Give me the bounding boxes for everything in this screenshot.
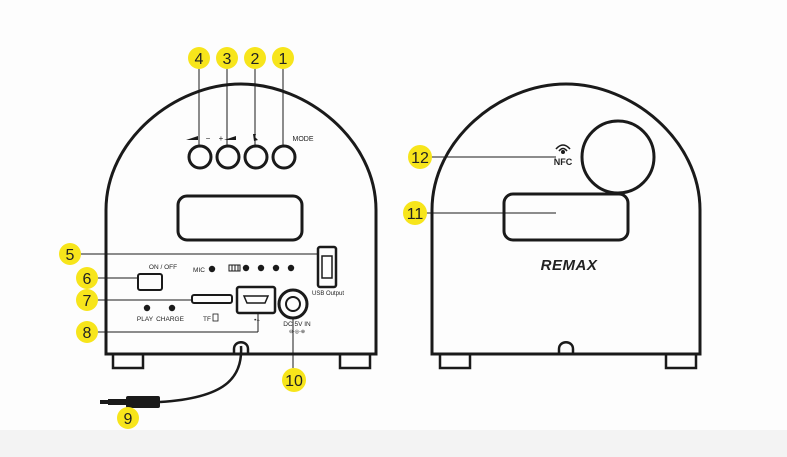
callout-6: 6 [76,267,98,289]
tf-card-slot[interactable] [191,294,233,304]
svg-text:5: 5 [66,247,75,264]
usb-output-port[interactable] [316,245,338,289]
floor [0,430,787,457]
cable-notch [232,341,250,354]
back-display-window [502,192,630,242]
leader-lines [80,68,556,368]
usb-output-inner [321,255,333,279]
svg-text:2: 2 [251,51,260,68]
back-notch [557,341,575,354]
audio-cable [159,345,243,404]
usb-symbol-icon: •⌁ [254,318,260,324]
back-foot-left [438,352,472,370]
front-foot-right [338,352,372,370]
callout-5: 5 [59,243,81,265]
svg-text:4: 4 [195,51,204,68]
svg-text:8: 8 [83,325,92,342]
callout-8: 8 [76,321,98,343]
mode-button[interactable] [271,144,297,170]
dc-polarity-icon: ⊖-◎-⊕ [289,329,305,335]
plug-body [126,396,160,408]
volume-up-button[interactable] [215,144,241,170]
mic-hole [208,265,216,273]
tf-card-icon [212,313,219,322]
front-display-window [176,194,304,242]
usb-output-label: USB Output [312,291,344,297]
brand-logo: REMAX [541,257,598,274]
svg-text:10: 10 [285,373,303,390]
front-speaker-body [104,82,378,356]
svg-text:3: 3 [223,51,232,68]
dc-jack-inner [285,296,301,312]
audio-plug [100,396,160,408]
nfc-label: NFC [554,157,573,167]
power-switch[interactable] [137,273,163,291]
battery-led-1 [242,264,250,272]
front-foot-left [111,352,145,370]
vol-up-label: + [219,134,224,143]
tf-label: TF [203,316,211,323]
callout-7: 7 [76,289,98,311]
front-speaker-inset-edge [105,218,377,354]
passive-radiator [580,119,656,195]
callout-9: 9 [117,407,139,429]
volume-down-button[interactable] [187,144,213,170]
mic-label: MIC [193,267,205,274]
callout-12: 12 [408,145,432,169]
play-led [143,304,151,312]
charge-led [168,304,176,312]
svg-text:6: 6 [83,271,92,288]
svg-text:7: 7 [83,293,92,310]
plug-shaft [108,399,126,405]
dc-label: DC 5V IN [283,321,311,328]
back-foot-right [664,352,698,370]
battery-led-4 [287,264,295,272]
svg-text:9: 9 [124,411,133,428]
micro-usb-inner [242,295,270,304]
volume-up-icon [224,136,236,140]
callout-10: 10 [282,368,306,392]
svg-text:12: 12 [411,150,429,167]
battery-led-3 [272,264,280,272]
callout-2: 2 [244,47,266,69]
vol-down-label: − [206,134,211,143]
battery-icon [228,264,241,272]
nfc-icon [555,144,571,155]
callout-3: 3 [216,47,238,69]
mode-label: MODE [293,136,314,143]
callout-11: 11 [403,201,427,225]
phone-button[interactable] [243,144,269,170]
micro-usb-port[interactable] [235,285,277,315]
battery-led-2 [257,264,265,272]
callouts: 1 2 3 4 5 6 7 8 [59,47,432,429]
svg-text:1: 1 [279,51,288,68]
callout-1: 1 [272,47,294,69]
dc-jack-outer[interactable] [277,288,309,320]
charge-label: CHARGE [156,316,184,323]
on-off-label: ON / OFF [149,264,177,271]
play-label: PLAY [137,316,154,323]
svg-text:11: 11 [407,206,424,223]
plug-tip [100,400,109,404]
callout-4: 4 [188,47,210,69]
back-speaker-body [430,82,702,356]
volume-down-icon [186,136,198,140]
